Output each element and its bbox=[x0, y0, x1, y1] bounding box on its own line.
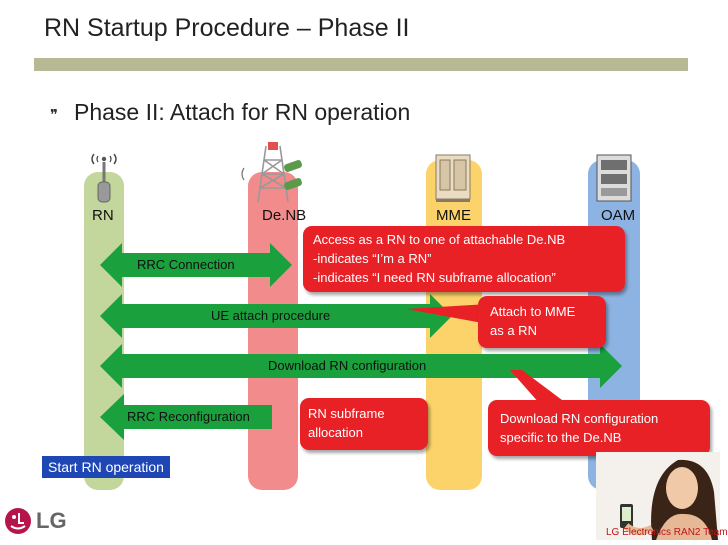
access-callout: Access as a RN to one of attachable De.N… bbox=[303, 226, 625, 292]
rrc-reconfiguration-label: RRC Reconfiguration bbox=[127, 409, 250, 424]
mme-server-icon bbox=[432, 152, 474, 204]
denb-tower-icon bbox=[236, 140, 310, 206]
access-callout-line2: -indicates “I’m a RN” bbox=[313, 251, 432, 266]
attach-mme-line1: Attach to MME bbox=[490, 304, 576, 319]
access-callout-line3: -indicates “I need RN subframe allocatio… bbox=[313, 270, 556, 285]
footer-text: LG Electronics RAN2 Team bbox=[606, 527, 728, 538]
lg-logo-text: LG bbox=[36, 508, 67, 533]
subframe-callout: RN subframe allocation bbox=[300, 398, 428, 450]
woman-with-phone-photo bbox=[596, 452, 720, 540]
oam-label: OAM bbox=[601, 207, 636, 224]
access-callout-line1: Access as a RN to one of attachable De.N… bbox=[313, 232, 566, 247]
denb-column bbox=[248, 172, 298, 490]
flow-arrows bbox=[100, 243, 622, 440]
attach-mme-line2: as a RN bbox=[490, 323, 537, 338]
page-title: RN Startup Procedure – Phase II bbox=[44, 14, 410, 42]
subtitle: Phase II: Attach for RN operation bbox=[74, 99, 411, 125]
ue-attach-label: UE attach procedure bbox=[211, 308, 331, 323]
download-specific-line1: Download RN configuration bbox=[500, 411, 659, 426]
subframe-line1: RN subframe bbox=[308, 406, 385, 421]
start-rn-operation-button[interactable]: Start RN operation bbox=[42, 456, 170, 478]
download-rn-config-arrow bbox=[100, 344, 622, 388]
attach-mme-pointer bbox=[406, 304, 488, 324]
rrc-connection-arrow bbox=[100, 243, 292, 287]
lg-logo: LG bbox=[4, 506, 74, 536]
mme-label: MME bbox=[436, 207, 471, 224]
rn-antenna-icon bbox=[86, 148, 122, 206]
oam-server-icon bbox=[594, 152, 634, 204]
rn-label: RN bbox=[92, 207, 114, 224]
download-specific-line2: specific to the De.NB bbox=[500, 430, 622, 445]
bullet-icon: ❞ bbox=[50, 107, 59, 124]
rrc-reconfiguration-arrow bbox=[100, 394, 272, 440]
download-specific-pointer bbox=[510, 370, 562, 404]
title-underline-bar bbox=[34, 58, 688, 71]
download-rn-config-label: Download RN configuration bbox=[268, 358, 427, 373]
subframe-line2: allocation bbox=[308, 425, 363, 440]
rrc-connection-label: RRC Connection bbox=[137, 257, 235, 272]
attach-mme-callout: Attach to MME as a RN bbox=[478, 296, 606, 348]
ue-attach-arrow bbox=[100, 294, 452, 338]
denb-label: De.NB bbox=[262, 207, 307, 224]
download-specific-callout: Download RN configuration specific to th… bbox=[488, 400, 710, 456]
